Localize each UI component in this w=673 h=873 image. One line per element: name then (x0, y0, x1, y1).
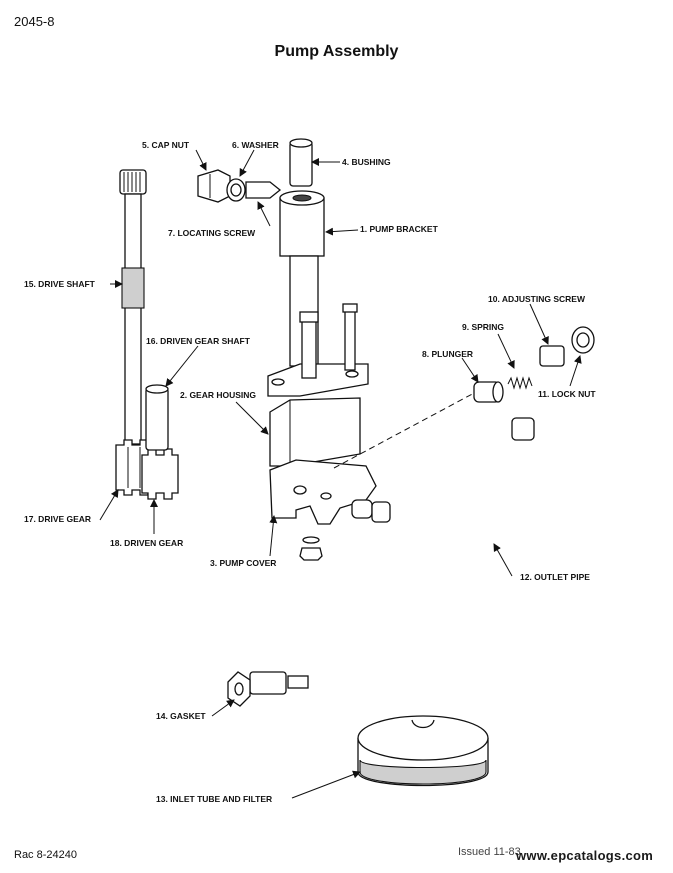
inlet-filter (357, 715, 489, 787)
pump-cover-nut (299, 536, 323, 561)
locating-screw (245, 181, 282, 199)
label-lock-nut: 11. LOCK NUT (538, 389, 596, 399)
gear-housing (269, 397, 361, 467)
label-bushing: 4. BUSHING (342, 157, 391, 167)
outlet-pipe (371, 417, 535, 539)
label-spring: 9. SPRING (462, 322, 504, 332)
watermark: www.epcatalogs.com (516, 848, 654, 863)
page-title: Pump Assembly (274, 43, 399, 60)
label-drive-gear: 17. DRIVE GEAR (24, 514, 91, 524)
footer-issue-date: Issued 11-83 (458, 846, 521, 858)
label-adjusting-screw: 10. ADJUSTING SCREW (488, 294, 586, 304)
adjusting-screw (539, 345, 565, 367)
label-drive-shaft: 15. DRIVE SHAFT (24, 279, 96, 289)
bushing (289, 138, 313, 187)
inlet-tube (249, 671, 433, 722)
label-pump-bracket: 1. PUMP BRACKET (360, 224, 439, 234)
label-locating-screw: 7. LOCATING SCREW (168, 228, 256, 238)
pump-cover (269, 459, 377, 525)
label-cap-nut: 5. CAP NUT (142, 140, 190, 150)
label-washer: 6. WASHER (232, 140, 279, 150)
pump-bracket (267, 190, 369, 397)
spring (507, 376, 533, 390)
drive-shaft (119, 169, 147, 445)
footer-catalog-code: Rac 8-24240 (14, 849, 77, 861)
label-outlet-pipe: 12. OUTLET PIPE (520, 572, 590, 582)
leader-lines (99, 149, 582, 799)
page-number: 2045-8 (14, 14, 55, 29)
label-pump-cover: 3. PUMP COVER (210, 558, 276, 568)
label-plunger: 8. PLUNGER (422, 349, 473, 359)
washer (226, 178, 246, 202)
lock-nut (571, 326, 595, 354)
label-driven-gear-shaft: 16. DRIVEN GEAR SHAFT (146, 336, 251, 346)
label-gasket: 14. GASKET (156, 711, 206, 721)
label-inlet-tube-and-filter: 13. INLET TUBE AND FILTER (156, 794, 272, 804)
label-gear-housing: 2. GEAR HOUSING (180, 390, 256, 400)
driven-gear-shaft (145, 384, 169, 451)
label-driven-gear: 18. DRIVEN GEAR (110, 538, 183, 548)
plunger (473, 381, 504, 403)
bracket-bolts (299, 303, 358, 379)
driven-gear (141, 448, 179, 500)
cap-nut (197, 169, 231, 203)
gasket (227, 671, 251, 707)
